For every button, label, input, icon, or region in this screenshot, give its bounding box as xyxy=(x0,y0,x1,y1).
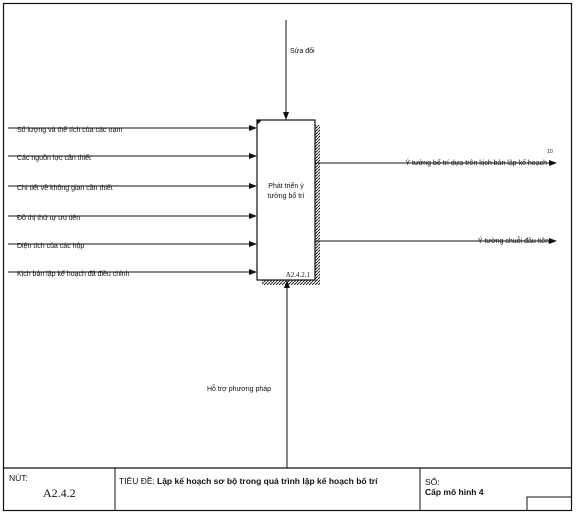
input-label: Chi tiết về không gian cần thiết xyxy=(17,183,113,192)
footer-number-caption: SỐ: xyxy=(425,476,440,487)
activity-label-line1: Phát triển ý xyxy=(268,182,304,190)
output-ref: 10 xyxy=(547,149,553,155)
activity-box[interactable] xyxy=(256,119,316,281)
control-label: Sửa đổi xyxy=(290,47,315,55)
input-label: Diện tích của các hộp xyxy=(17,242,84,250)
input-label: Các nguồn lực cần thiết xyxy=(17,153,91,162)
activity-label-line2: tưởng bố trí xyxy=(268,191,305,200)
footer-title-value: Lập kế hoạch sơ bộ trong quá trình lập k… xyxy=(157,476,378,486)
diagram-frame xyxy=(2,2,573,512)
input-label: Số lượng và thể tích của các trạm xyxy=(17,125,123,134)
footer-node-caption: NÚT: xyxy=(9,473,28,483)
footer-node-value: A2.4.2 xyxy=(43,486,76,500)
input-labels: Số lượng và thể tích của các trạm Các ng… xyxy=(17,125,130,278)
footer-title-caption: TIÊU ĐỀ: xyxy=(119,476,155,486)
footer-number-value: Cấp mô hình 4 xyxy=(425,487,484,497)
activity-corner-mark xyxy=(257,120,262,125)
mechanism-label: Hỗ trợ phương pháp xyxy=(207,384,271,393)
input-label: Kịch bản lập kế hoạch đã điều chỉnh xyxy=(17,269,130,278)
footer: NÚT: A2.4.2 TIÊU ĐỀ: Lập kế hoạch sơ bộ … xyxy=(3,467,572,511)
output-label-2: Ý tưởng chuỗi đầu tiên xyxy=(478,236,549,245)
output-label-1: Ý tưởng bố trí dựa trên kịch bản lập kế … xyxy=(405,158,547,167)
input-label: Đồ thị thứ tự ưu tiên xyxy=(17,213,80,222)
activity-node-id: A2.4.2.1 xyxy=(286,271,311,279)
input-arrows xyxy=(8,125,257,275)
footer-page-box xyxy=(526,496,572,511)
